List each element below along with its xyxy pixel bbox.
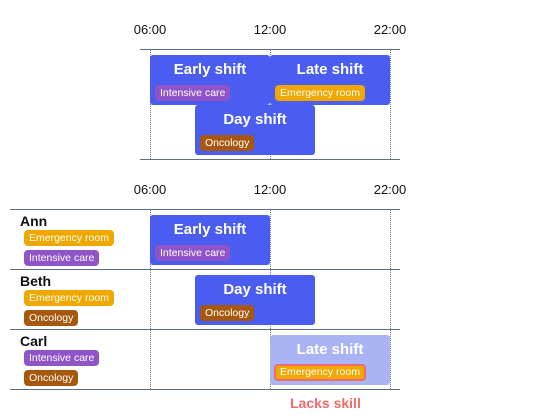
employee-name-carl: Carl [20, 333, 48, 349]
row-divider-ann-beth [10, 269, 400, 270]
skill-tag-oncology: Oncology [200, 135, 255, 151]
shift-title: Early shift [173, 61, 247, 78]
tick-label-0600-top: 06:00 [133, 22, 167, 37]
employee-skill-tag-oncology: Oncology [24, 370, 79, 386]
employee-name-ann: Ann [20, 213, 48, 229]
employee-name-beth: Beth [20, 273, 52, 289]
gridline-2200-bottom [390, 209, 391, 389]
shift-title: Early shift [173, 221, 247, 238]
timeline-top-bottom-line [140, 159, 400, 160]
skill-tag-emergency-room-missing: Emergency room [274, 364, 366, 381]
gridline-0600-bottom [150, 209, 151, 389]
skill-tag-oncology: Oncology [200, 305, 255, 321]
shift-title: Day shift [223, 281, 287, 298]
carl-late-shift-invalid[interactable]: Late shift Emergency room [270, 335, 390, 385]
shift-title: Day shift [223, 111, 287, 128]
row-divider-bottom [10, 389, 400, 390]
shift-title: Late shift [296, 61, 364, 78]
skill-tag-intensive-care: Intensive care [155, 85, 231, 101]
employee-skill-tag-emergency-room: Emergency room [24, 290, 114, 306]
shift-title: Late shift [296, 341, 364, 358]
gridline-2200-top [390, 49, 391, 159]
unassigned-late-shift[interactable]: Late shift Emergency room [270, 55, 390, 105]
skill-tag-intensive-care: Intensive care [155, 245, 231, 261]
employee-skill-tag-oncology: Oncology [24, 310, 79, 326]
tick-label-2200-bottom: 22:00 [373, 182, 407, 197]
unassigned-day-shift[interactable]: Day shift Oncology [195, 105, 315, 155]
row-divider-beth-carl [10, 329, 400, 330]
employee-skill-tag-emergency-room: Emergency room [24, 230, 114, 246]
skill-tag-emergency-room: Emergency room [275, 85, 365, 101]
beth-day-shift[interactable]: Day shift Oncology [195, 275, 315, 325]
employee-skill-tag-intensive-care: Intensive care [24, 350, 100, 366]
ann-early-shift[interactable]: Early shift Intensive care [150, 215, 270, 265]
row-divider-top [10, 209, 400, 210]
lacks-skill-warning: Lacks skill [290, 395, 361, 411]
employee-skill-tag-intensive-care: Intensive care [24, 250, 100, 266]
tick-label-0600-bottom: 06:00 [133, 182, 167, 197]
tick-label-1200-bottom: 12:00 [253, 182, 287, 197]
tick-label-1200-top: 12:00 [253, 22, 287, 37]
unassigned-early-shift[interactable]: Early shift Intensive care [150, 55, 270, 105]
tick-label-2200-top: 22:00 [373, 22, 407, 37]
